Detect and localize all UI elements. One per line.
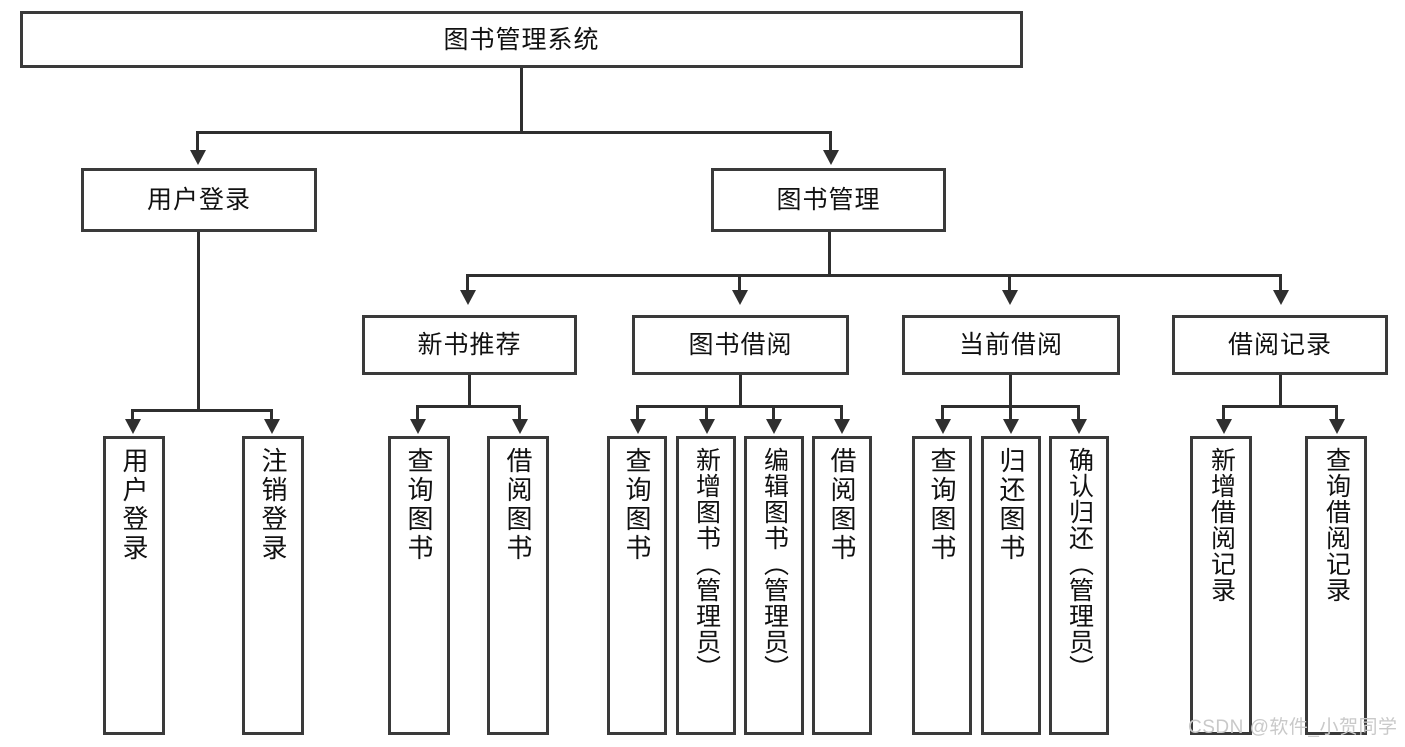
- connector-cb-drop-1: [941, 405, 944, 419]
- connector-root-stem: [520, 68, 523, 133]
- connector-bb-drop-2: [705, 405, 708, 419]
- node-label: 编辑图书（管理员）: [760, 447, 789, 681]
- node-label: 查询图书: [622, 447, 652, 563]
- connector-bm-drop-4: [1279, 274, 1282, 290]
- leaf-logout[interactable]: 注销登录: [242, 436, 304, 735]
- leaf-br-query-record[interactable]: 查询借阅记录: [1305, 436, 1367, 735]
- node-label: 新增借阅记录: [1207, 447, 1236, 603]
- arrow-to-leaf-bb-query-book: [630, 419, 646, 434]
- connector-cb-drop-3: [1077, 405, 1080, 419]
- connector-bb-drop-1: [636, 405, 639, 419]
- arrow-to-leaf-bb-borrow-book: [834, 419, 850, 434]
- node-label: 图书管理: [776, 186, 881, 214]
- connector-bb-drop-4: [840, 405, 843, 419]
- connector-nbr-stem: [468, 375, 471, 408]
- node-label: 注销登录: [258, 447, 288, 563]
- connector-cb-drop-2: [1009, 405, 1012, 419]
- node-label: 图书借阅: [688, 331, 793, 359]
- connector-br-drop-2: [1335, 405, 1338, 419]
- leaf-br-add-record[interactable]: 新增借阅记录: [1190, 436, 1252, 735]
- node-book-borrow[interactable]: 图书借阅: [632, 315, 849, 375]
- node-label: 用户登录: [146, 186, 251, 214]
- connector-cb-stem: [1009, 375, 1012, 408]
- connector-nbr-drop-1: [416, 405, 419, 419]
- node-label: 借阅图书: [827, 447, 857, 563]
- arrow-to-book-management: [823, 150, 839, 165]
- node-label: 借阅记录: [1227, 331, 1332, 359]
- arrow-to-leaf-cb-return-book: [1003, 419, 1019, 434]
- connector-book-management-stem: [828, 232, 831, 277]
- node-book-management[interactable]: 图书管理: [711, 168, 946, 232]
- connector-user-login-stem: [197, 232, 200, 412]
- arrow-to-user-login: [190, 150, 206, 165]
- watermark: CSDN @软件_小贺同学: [1188, 717, 1398, 738]
- connector-bb-stem: [739, 375, 742, 408]
- node-label: 图书管理系统: [443, 25, 600, 54]
- leaf-cb-query-book[interactable]: 查询图书: [912, 436, 972, 735]
- node-label: 确认归还（管理员）: [1065, 447, 1094, 681]
- arrow-to-current-borrow: [1002, 290, 1018, 305]
- node-label: 借阅图书: [503, 447, 533, 563]
- connector-br-drop-1: [1222, 405, 1225, 419]
- arrow-to-new-book-recommend: [460, 290, 476, 305]
- arrow-to-leaf-nbr-borrow-book: [512, 419, 528, 434]
- connector-bb-bus: [636, 405, 843, 408]
- connector-bm-drop-2: [738, 274, 741, 290]
- connector-root-drop-2: [829, 131, 832, 150]
- leaf-user-login[interactable]: 用户登录: [103, 436, 165, 735]
- connector-user-login-drop-2: [270, 409, 273, 419]
- arrow-to-leaf-user-login: [125, 419, 141, 434]
- arrow-to-book-borrow: [732, 290, 748, 305]
- connector-root-bus: [196, 131, 832, 134]
- node-label: 新增图书（管理员）: [692, 447, 721, 681]
- connector-br-stem: [1279, 375, 1282, 408]
- node-label: 查询图书: [927, 447, 957, 563]
- connector-nbr-bus: [416, 405, 521, 408]
- leaf-cb-confirm-return[interactable]: 确认归还（管理员）: [1049, 436, 1109, 735]
- node-label: 用户登录: [119, 447, 149, 563]
- connector-br-bus: [1222, 405, 1338, 408]
- arrow-to-leaf-cb-query-book: [935, 419, 951, 434]
- node-current-borrow[interactable]: 当前借阅: [902, 315, 1120, 375]
- arrow-to-borrow-record: [1273, 290, 1289, 305]
- leaf-bb-query-book[interactable]: 查询图书: [607, 436, 667, 735]
- node-root-book-management-system[interactable]: 图书管理系统: [20, 11, 1023, 68]
- arrow-to-leaf-logout: [264, 419, 280, 434]
- connector-bm-drop-3: [1008, 274, 1011, 290]
- node-user-login[interactable]: 用户登录: [81, 168, 317, 232]
- connector-book-management-bus: [466, 274, 1282, 277]
- leaf-nbr-borrow-book[interactable]: 借阅图书: [487, 436, 549, 735]
- node-label: 查询图书: [404, 447, 434, 563]
- node-label: 新书推荐: [417, 331, 522, 359]
- node-borrow-record[interactable]: 借阅记录: [1172, 315, 1388, 375]
- arrow-to-leaf-br-add-record: [1216, 419, 1232, 434]
- arrow-to-leaf-br-query-record: [1329, 419, 1345, 434]
- leaf-nbr-query-book[interactable]: 查询图书: [388, 436, 450, 735]
- node-label: 当前借阅: [958, 331, 1063, 359]
- leaf-bb-borrow-book[interactable]: 借阅图书: [812, 436, 872, 735]
- connector-root-drop-1: [196, 131, 199, 150]
- arrow-to-leaf-cb-confirm-return: [1071, 419, 1087, 434]
- arrow-to-leaf-bb-add-book: [699, 419, 715, 434]
- connector-bm-drop-1: [466, 274, 469, 290]
- node-label: 查询借阅记录: [1322, 447, 1351, 603]
- leaf-cb-return-book[interactable]: 归还图书: [981, 436, 1041, 735]
- leaf-bb-edit-book[interactable]: 编辑图书（管理员）: [744, 436, 804, 735]
- node-label: 归还图书: [996, 447, 1026, 563]
- node-new-book-recommend[interactable]: 新书推荐: [362, 315, 577, 375]
- connector-user-login-drop-1: [131, 409, 134, 419]
- connector-user-login-bus: [131, 409, 273, 412]
- connector-bb-drop-3: [772, 405, 775, 419]
- leaf-bb-add-book[interactable]: 新增图书（管理员）: [676, 436, 736, 735]
- connector-nbr-drop-2: [518, 405, 521, 419]
- arrow-to-leaf-bb-edit-book: [766, 419, 782, 434]
- arrow-to-leaf-nbr-query-book: [410, 419, 426, 434]
